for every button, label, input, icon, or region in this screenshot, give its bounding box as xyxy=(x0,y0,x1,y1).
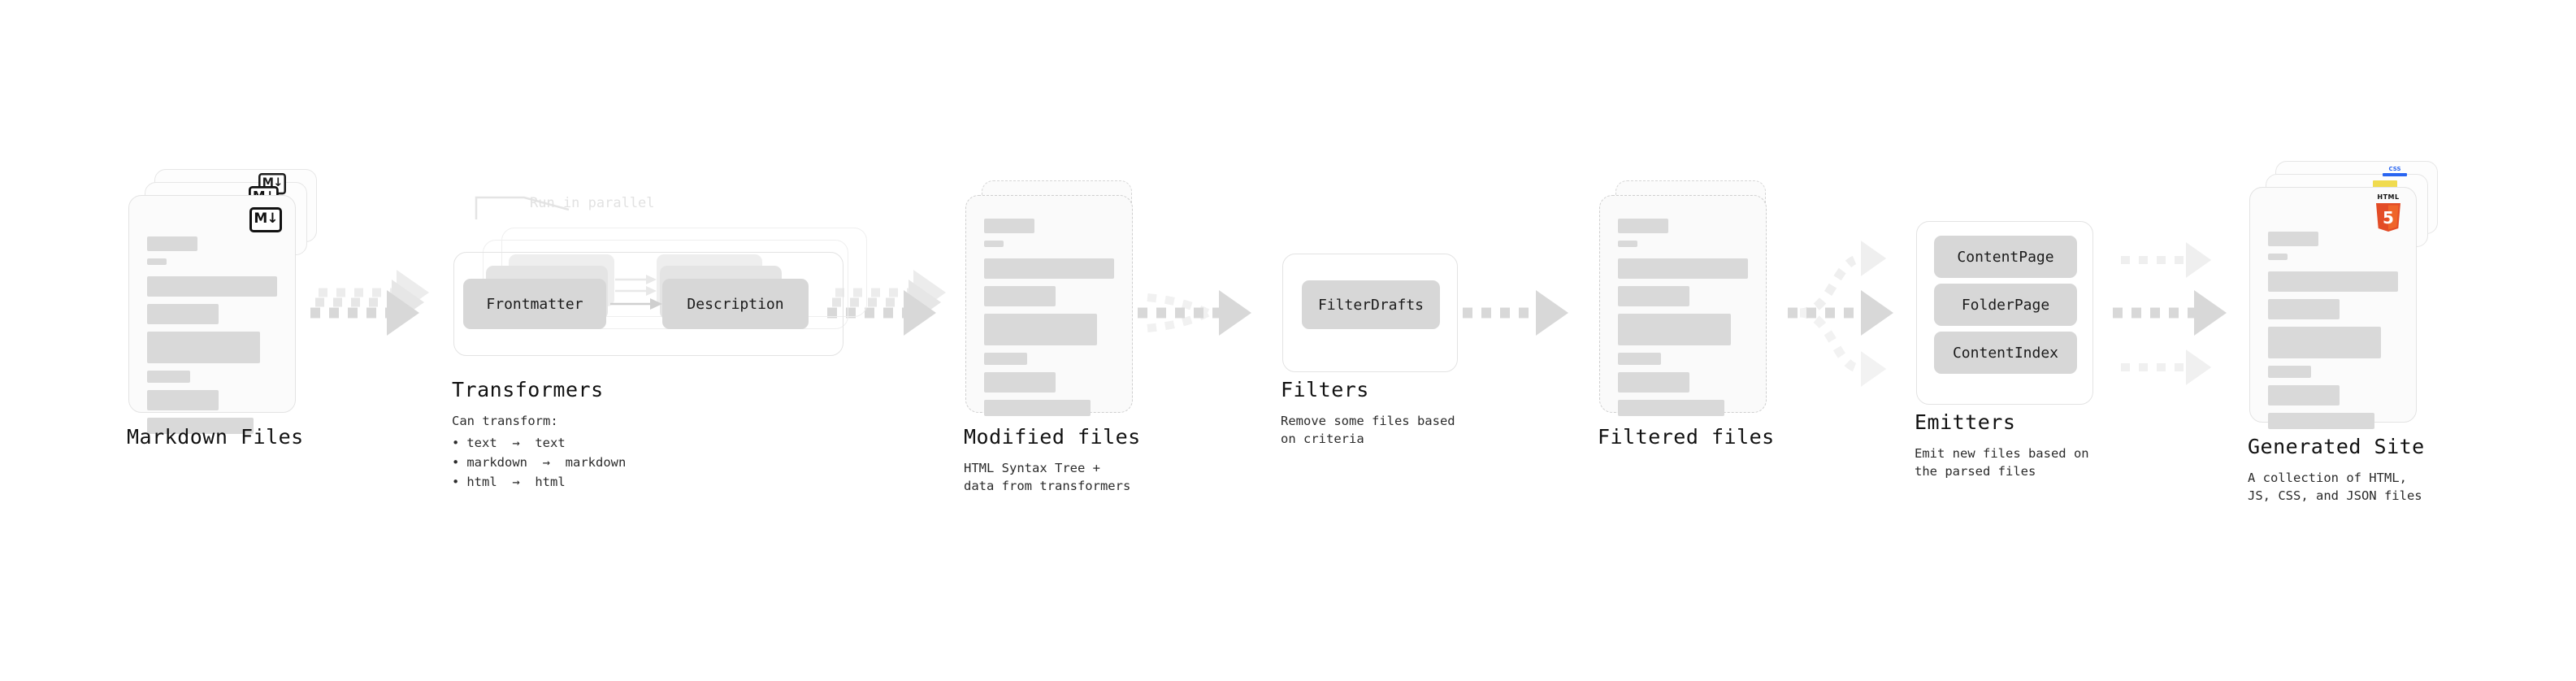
doc-row xyxy=(2268,299,2340,319)
document-skeleton-rows xyxy=(147,236,277,441)
document-skeleton-rows xyxy=(2268,232,2398,436)
markdown-document-card[interactable]: M↓ xyxy=(128,195,296,434)
chip-folderpage[interactable]: FolderPage xyxy=(1934,284,2077,326)
css-icon-label: CSS xyxy=(2388,166,2401,172)
document-skeleton-rows xyxy=(1618,219,1748,423)
stage-title: Filtered files xyxy=(1598,425,1775,449)
stage-subtitle: Emit new files based on the parsed files xyxy=(1915,445,2089,479)
doc-row xyxy=(1618,219,1668,233)
caption-transformers: Transformers Can transform: text → text … xyxy=(452,378,626,492)
doc-row xyxy=(2268,271,2398,292)
transform-capability-list: text → text markdown → markdown html → h… xyxy=(452,433,626,492)
doc-row xyxy=(2268,232,2318,246)
doc-row xyxy=(984,286,1056,306)
caption-filtered-files: Filtered files xyxy=(1598,425,1775,449)
doc-row xyxy=(984,353,1027,365)
chip-frontmatter-label: Frontmatter xyxy=(486,295,583,313)
doc-row xyxy=(1618,400,1725,416)
generated-site-document-card[interactable]: HTML 5 xyxy=(2249,187,2417,429)
doc-row xyxy=(2268,385,2340,406)
doc-row xyxy=(1618,241,1637,247)
svg-text:5: 5 xyxy=(2383,208,2394,228)
css-icon: CSS xyxy=(2383,167,2407,176)
list-item: text → text xyxy=(452,433,626,453)
chip-contentindex[interactable]: ContentIndex xyxy=(1934,332,2077,374)
document-skeleton-rows xyxy=(984,219,1114,423)
doc-row xyxy=(984,372,1056,393)
transformers-group-box[interactable] xyxy=(453,252,843,356)
connector-filtered-to-emitters xyxy=(1788,241,1893,387)
markdown-icon: M↓ xyxy=(249,207,282,232)
caption-generated-site: Generated Site A collection of HTML, JS,… xyxy=(2248,435,2425,505)
html5-shield-glyph: 5 xyxy=(2376,203,2400,232)
doc-row xyxy=(984,219,1034,233)
doc-row xyxy=(147,332,261,363)
doc-row xyxy=(1618,372,1689,393)
list-item: markdown → markdown xyxy=(452,453,626,472)
doc-row xyxy=(147,304,219,324)
doc-row xyxy=(147,236,197,251)
doc-row xyxy=(984,258,1114,279)
chip-folderpage-label: FolderPage xyxy=(1961,296,2050,314)
chip-contentpage-label: ContentPage xyxy=(1957,248,2054,266)
doc-row xyxy=(2268,413,2375,429)
doc-row xyxy=(1618,314,1732,345)
html5-icon: HTML 5 xyxy=(2374,194,2403,234)
stage-title: Generated Site xyxy=(2248,435,2425,458)
chip-filterdrafts-label: FilterDrafts xyxy=(1317,296,1425,314)
stage-title: Modified files xyxy=(964,425,1141,449)
connector-md-to-transformers xyxy=(310,270,429,336)
caption-markdown-files: Markdown Files xyxy=(127,425,304,449)
caption-emitters: Emitters Emit new files based on the par… xyxy=(1915,410,2089,481)
stage-subtitle: Can transform: xyxy=(452,413,558,428)
filtered-document-card[interactable] xyxy=(1599,195,1767,416)
connector-filters-to-filtered xyxy=(1463,290,1568,336)
doc-row xyxy=(147,390,219,410)
stage-subtitle: Remove some files based on criteria xyxy=(1281,413,1455,447)
caption-filters: Filters Remove some files based on crite… xyxy=(1281,378,1455,449)
markdown-icon-label: M↓ xyxy=(254,210,278,227)
chip-description[interactable]: Description xyxy=(662,279,809,329)
doc-row xyxy=(147,418,254,434)
chip-frontmatter[interactable]: Frontmatter xyxy=(463,279,606,329)
stage-title: Filters xyxy=(1281,378,1369,401)
doc-row xyxy=(1618,286,1689,306)
markdown-icon-back-label: M↓ xyxy=(262,176,284,190)
doc-row xyxy=(147,276,277,297)
stage-subtitle: A collection of HTML, JS, CSS, and JSON … xyxy=(2248,470,2422,504)
doc-row xyxy=(1618,353,1661,365)
connector-modified-to-filters xyxy=(1138,290,1251,336)
doc-row xyxy=(984,400,1091,416)
stage-title: Emitters xyxy=(1915,410,2016,434)
stage-subtitle: HTML Syntax Tree + data from transformer… xyxy=(964,460,1131,494)
doc-row xyxy=(984,241,1004,247)
doc-row xyxy=(984,314,1098,345)
chip-contentindex-label: ContentIndex xyxy=(1952,344,2059,362)
doc-row xyxy=(147,258,167,265)
chip-description-label: Description xyxy=(687,295,784,313)
stage-title: Markdown Files xyxy=(127,425,304,449)
doc-row xyxy=(1618,258,1748,279)
doc-row xyxy=(2268,254,2288,260)
stage-title: Transformers xyxy=(452,378,604,401)
caption-modified-files: Modified files HTML Syntax Tree + data f… xyxy=(964,425,1141,496)
html5-icon-wordmark: HTML xyxy=(2377,193,2400,201)
doc-row xyxy=(2268,366,2311,378)
list-item: html → html xyxy=(452,472,626,492)
doc-row xyxy=(2268,327,2382,358)
doc-row xyxy=(147,371,190,383)
connector-emitters-to-site xyxy=(2113,242,2227,385)
run-in-parallel-note: Run in parallel xyxy=(530,195,655,211)
modified-document-card[interactable] xyxy=(965,195,1133,416)
chip-filterdrafts[interactable]: FilterDrafts xyxy=(1302,280,1440,329)
chip-contentpage[interactable]: ContentPage xyxy=(1934,236,2077,278)
